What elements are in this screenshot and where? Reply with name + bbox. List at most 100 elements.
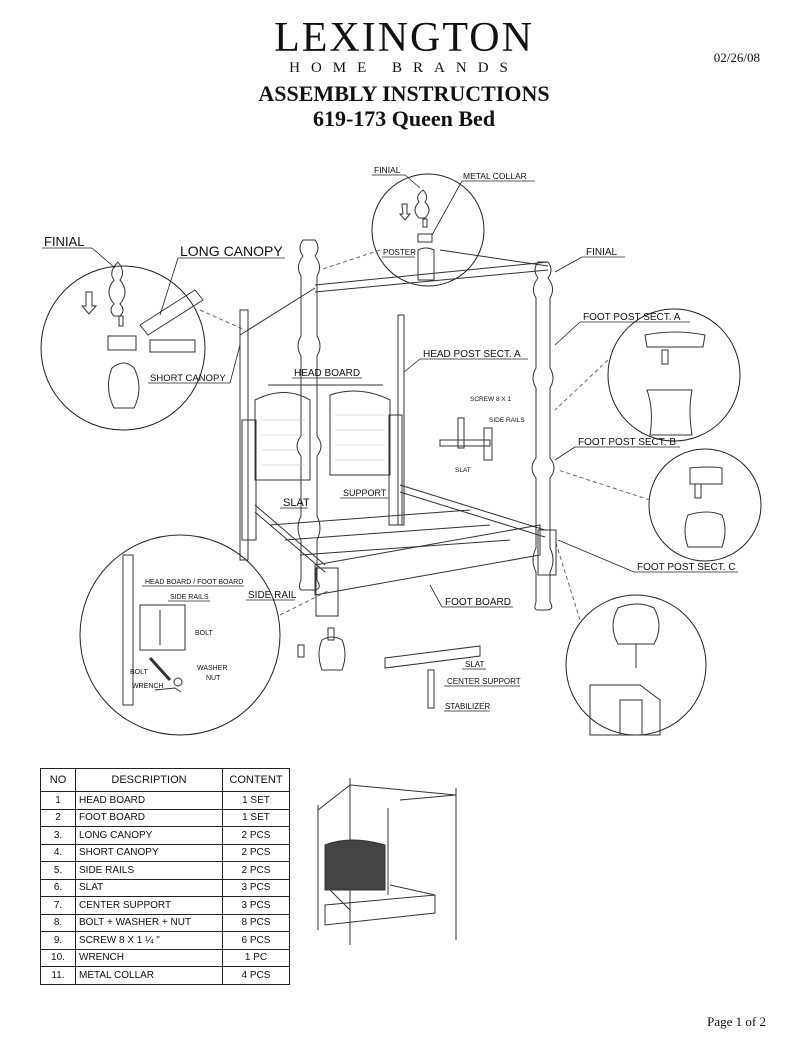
cell-content: 6 PCS (222, 931, 290, 950)
label-bolt-top: BOLT (195, 630, 213, 637)
foot-post-a-detail-circle (607, 308, 741, 442)
label-head-foot-board: HEAD BOARD / FOOT BOARD (145, 579, 243, 586)
cell-description: METAL COLLAR (75, 966, 223, 985)
document-title: ASSEMBLY INSTRUCTIONS (258, 81, 550, 106)
foot-post-a-detail-drawing (644, 331, 706, 436)
cell-no: 3. (40, 826, 76, 845)
label-foot-post-c: FOOT POST SECT. C (637, 562, 736, 573)
rail-bolt-detail-circle (79, 534, 281, 736)
label-short-canopy: SHORT CANOPY (150, 373, 226, 384)
label-wrench: WRENCH (132, 683, 164, 690)
brand-logo: LEXINGTON (274, 15, 534, 61)
cell-no: 4. (40, 843, 76, 862)
label-center-support: CENTER SUPPORT (447, 677, 521, 686)
cell-description: FOOT BOARD (75, 808, 223, 827)
cell-content: 2 PCS (222, 826, 290, 845)
label-side-rails-small: SIDE RAILS (489, 417, 525, 424)
cell-description: LONG CANOPY (75, 826, 223, 845)
col-header-description: DESCRIPTION (75, 768, 223, 792)
label-slat-small: SLAT (455, 467, 471, 474)
label-side-rails-detail: SIDE RAILS (170, 594, 209, 601)
finial-detail-circle (40, 265, 206, 431)
cell-no: 7. (40, 896, 76, 915)
loose-parts-drawing (297, 417, 493, 709)
cell-no: 10. (40, 948, 76, 967)
label-stabilizer: STABILIZER (445, 702, 490, 711)
brand-subtitle: HOME BRANDS (289, 60, 519, 76)
cell-no: 2 (40, 808, 76, 827)
label-foot-post-a: FOOT POST SECT. A (583, 312, 681, 323)
bed-posts (239, 239, 555, 611)
collar-detail-circle (371, 173, 485, 287)
cell-content: 4 PCS (222, 966, 290, 985)
label-washer: WASHER (197, 665, 227, 672)
label-leaders (42, 174, 738, 712)
document-date: 02/26/08 (713, 50, 760, 65)
bed-rails-and-slats (254, 484, 557, 617)
thumbnail-bed-drawing (317, 778, 457, 945)
cell-content: 1 PC (222, 948, 290, 967)
cell-description: SLAT (75, 878, 223, 897)
label-metal-collar: METAL COLLAR (463, 171, 527, 181)
label-support: SUPPORT (343, 488, 387, 498)
label-poster: POSTER (383, 248, 416, 257)
cell-content: 8 PCS (222, 913, 290, 932)
table-row: 9.SCREW 8 X 1 ¼ "6 PCS (40, 931, 290, 950)
label-side-rail: SIDE RAIL (248, 590, 297, 601)
product-title: 619-173 Queen Bed (312, 106, 496, 131)
headboard-cane-panel (262, 414, 385, 466)
label-foot-post-b: FOOT POST SECT. B (578, 437, 676, 448)
label-foot-board: FOOT BOARD (445, 597, 511, 608)
label-head-board: HEAD BOARD (294, 368, 360, 379)
label-finial-top: FINIAL (374, 165, 401, 175)
label-long-canopy: LONG CANOPY (180, 243, 283, 259)
foot-post-b-detail-circle (648, 448, 762, 562)
cell-description: SIDE RAILS (75, 861, 223, 880)
cell-content: 2 PCS (222, 843, 290, 862)
foot-post-c-detail-drawing (589, 603, 661, 736)
headboard-outline (241, 384, 403, 541)
finial-detail-drawing (80, 261, 204, 409)
label-nut: NUT (206, 675, 221, 682)
cell-description: SHORT CANOPY (75, 843, 223, 862)
canopy-frame (239, 249, 549, 336)
foot-post-b-detail-drawing (684, 466, 726, 548)
label-head-post-a: HEAD POST SECT. A (423, 349, 521, 360)
cell-content: 3 PCS (222, 878, 290, 897)
label-finial-right: FINIAL (586, 247, 618, 258)
cell-no: 1 (40, 791, 76, 810)
label-finial-left: FINIAL (44, 234, 84, 249)
cell-no: 9. (40, 931, 76, 950)
page-number: Page 1 of 2 (707, 1014, 766, 1029)
label-slat: SLAT (283, 497, 310, 509)
cell-content: 3 PCS (222, 896, 290, 915)
cell-content: 2 PCS (222, 861, 290, 880)
cell-description: HEAD BOARD (75, 791, 223, 810)
cell-description: SCREW 8 X 1 ¼ " (75, 931, 223, 950)
cell-no: 6. (40, 878, 76, 897)
cell-description: WRENCH (75, 948, 223, 967)
label-screw: SCREW 8 X 1 (470, 396, 512, 403)
col-header-no: NO (40, 768, 76, 792)
rail-bolt-detail-drawing (122, 554, 186, 706)
label-slat-center: SLAT (465, 660, 485, 669)
cell-description: BOLT + WASHER + NUT (75, 913, 223, 932)
cell-description: CENTER SUPPORT (75, 896, 223, 915)
cell-no: 5. (40, 861, 76, 880)
cell-no: 8. (40, 913, 76, 932)
collar-detail-drawing (398, 189, 435, 281)
cell-content: 1 SET (222, 808, 290, 827)
col-header-content: CONTENT (222, 768, 290, 792)
